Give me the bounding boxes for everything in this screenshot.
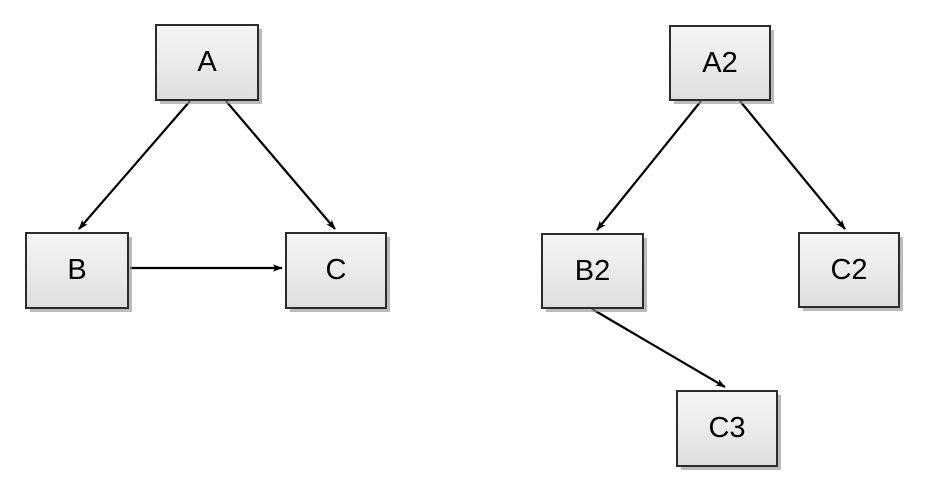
node-c2[interactable]: C2: [798, 232, 900, 308]
node-a2[interactable]: A2: [669, 25, 771, 101]
node-label-a: A: [197, 46, 217, 78]
edge-a-to-b[interactable]: [78, 100, 191, 230]
edge-a-to-c[interactable]: [225, 100, 336, 230]
node-a[interactable]: A: [155, 24, 259, 101]
edge-b2-to-c3[interactable]: [591, 308, 726, 388]
edge-a2-to-c2[interactable]: [739, 100, 846, 230]
node-label-b: B: [67, 254, 87, 286]
node-c3[interactable]: C3: [676, 390, 778, 467]
node-b2[interactable]: B2: [541, 233, 644, 309]
node-label-c: C: [325, 254, 347, 286]
edges-group: [78, 100, 846, 388]
node-label-c2: C2: [830, 253, 868, 286]
node-c[interactable]: C: [285, 232, 387, 309]
node-b[interactable]: B: [25, 232, 129, 309]
edge-a2-to-b2[interactable]: [596, 100, 702, 231]
node-label-a2: A2: [702, 46, 738, 79]
node-label-b2: B2: [574, 254, 611, 287]
node-label-c3: C3: [708, 412, 746, 444]
